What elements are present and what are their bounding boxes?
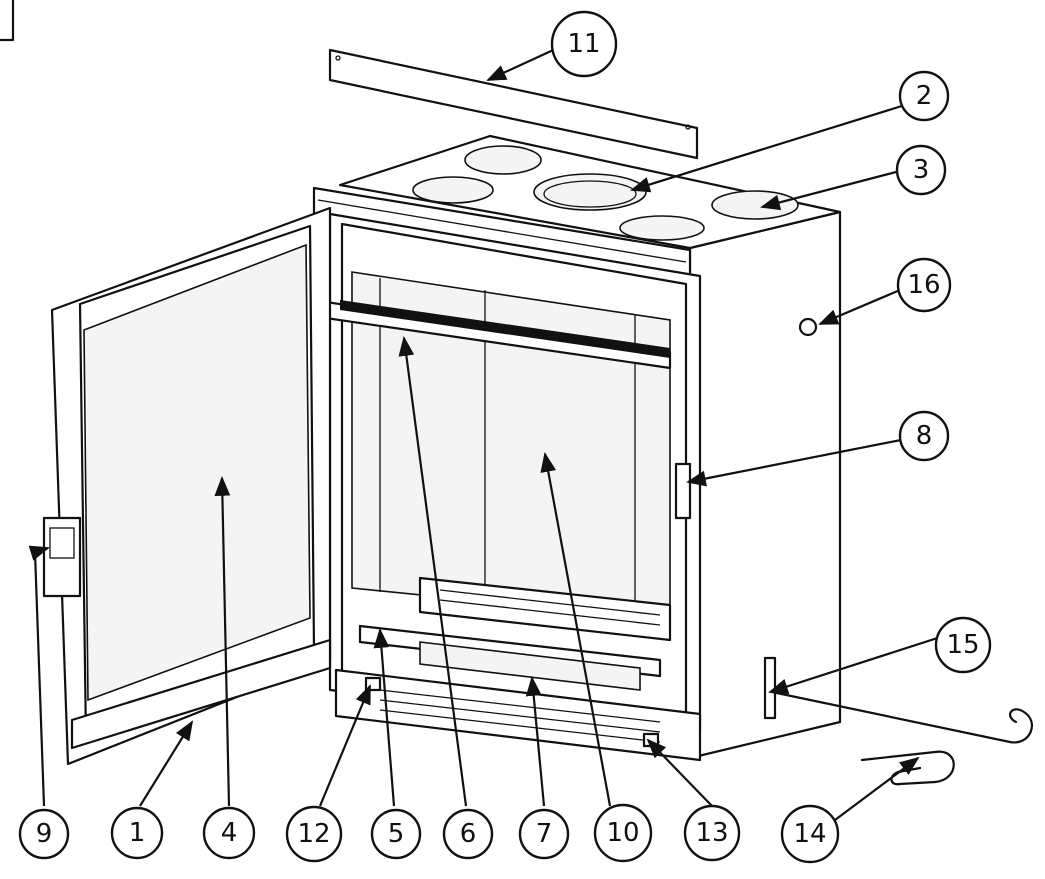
svg-text:15: 15 xyxy=(946,630,979,660)
callout-8: 8 xyxy=(898,410,950,462)
callout-3: 3 xyxy=(895,144,947,196)
poker-rod xyxy=(770,690,1034,744)
callout-7: 7 xyxy=(518,808,570,860)
svg-text:13: 13 xyxy=(695,818,728,848)
callout-16: 16 xyxy=(896,257,952,313)
corner-mark xyxy=(0,0,15,42)
callout-6: 6 xyxy=(442,808,494,860)
svg-text:1: 1 xyxy=(129,818,146,848)
callout-14: 14 xyxy=(780,804,840,864)
flue-collar xyxy=(412,176,494,204)
callout-10: 10 xyxy=(593,803,653,863)
tool-hook xyxy=(860,750,955,786)
top-panel xyxy=(328,48,699,160)
svg-text:5: 5 xyxy=(388,819,405,849)
svg-text:6: 6 xyxy=(460,819,477,849)
flue-collar xyxy=(619,215,705,241)
flue-collar xyxy=(711,190,799,220)
latch-bracket xyxy=(674,462,692,520)
leader-lines xyxy=(28,45,951,821)
svg-text:9: 9 xyxy=(36,819,53,849)
svg-text:12: 12 xyxy=(297,819,330,849)
flue-collar xyxy=(464,145,542,175)
callout-4: 4 xyxy=(202,806,256,860)
door xyxy=(42,206,332,766)
svg-text:16: 16 xyxy=(907,270,940,300)
svg-text:10: 10 xyxy=(606,818,639,848)
callout-15: 15 xyxy=(934,616,992,674)
svg-text:4: 4 xyxy=(221,818,238,848)
svg-text:2: 2 xyxy=(916,81,933,111)
callout-5: 5 xyxy=(370,808,422,860)
svg-text:3: 3 xyxy=(913,155,930,185)
main-flue-outlet xyxy=(533,173,647,211)
svg-text:14: 14 xyxy=(793,819,826,849)
callout-12: 12 xyxy=(285,805,343,863)
svg-text:8: 8 xyxy=(916,421,933,451)
callout-13: 13 xyxy=(683,804,741,862)
svg-text:7: 7 xyxy=(536,819,553,849)
svg-text:11: 11 xyxy=(567,29,600,59)
callout-2: 2 xyxy=(898,70,950,122)
callout-1: 1 xyxy=(110,806,164,860)
firebox-body xyxy=(296,134,842,762)
callout-9: 9 xyxy=(18,808,70,860)
poker-slot xyxy=(763,656,777,720)
callout-11: 11 xyxy=(550,10,618,78)
air-control-knob xyxy=(798,317,818,337)
